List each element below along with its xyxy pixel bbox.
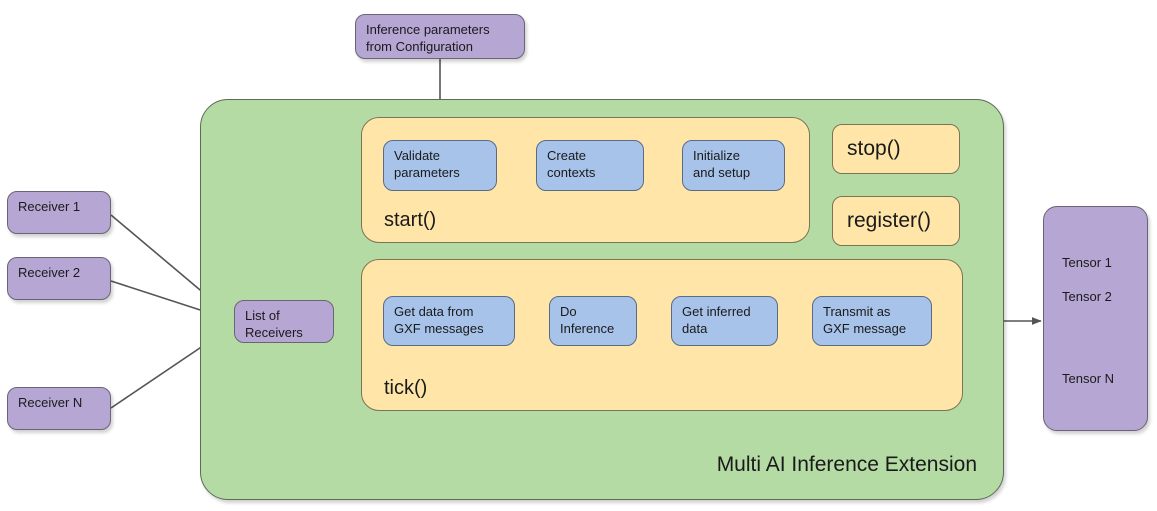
inference-parameters-line2: from Configuration [366,38,473,54]
tick-step-3-text: Get inferred data [682,304,751,337]
start-step-1-text: Validate parameters [394,148,460,181]
tick-step-get-inferred-data[interactable]: Get inferred data [671,296,778,346]
receiver-label-1: Receiver 1 [18,199,81,214]
tensor-label-n: Tensor N [1062,371,1115,386]
tick-step-4-line2: GXF message [823,320,907,336]
tick-step-3-line2: data [682,320,708,336]
start-step-2-line2: contexts [547,164,596,180]
start-step-1-line1: Validate [394,148,441,163]
tick-step-3-line1: Get inferred [682,304,751,319]
tick-step-2-text: Do Inference [560,304,614,337]
start-step-2-text: Create contexts [547,148,595,181]
start-step-3-text: Initialize and setup [693,148,750,181]
receiver-label-2: Receiver 2 [18,265,81,280]
list-of-receivers-line2: Receivers [245,324,303,340]
tensor-output-node[interactable]: Tensor 1 Tensor 2 Tensor N [1043,206,1148,431]
tick-step-2-line2: Inference [560,320,615,336]
start-step-1-line2: parameters [394,164,460,180]
tick-step-4-line1: Transmit as [823,304,891,319]
receiver-node-n[interactable]: Receiver N [7,387,111,430]
register-method-node[interactable]: register() [832,196,960,246]
tick-step-2-line1: Do [560,304,577,319]
receiver-node-2[interactable]: Receiver 2 [7,257,111,300]
tick-step-transmit-as-gxf-message[interactable]: Transmit as GXF message [812,296,932,346]
inference-parameters-text: Inference parameters from Configuration [366,22,490,55]
list-of-receivers-line1: List of [245,308,280,323]
tick-step-get-data-from-gxf-messages[interactable]: Get data from GXF messages [383,296,515,346]
start-group-label: start() [384,209,437,232]
tick-step-do-inference[interactable]: Do Inference [549,296,637,346]
start-step-create-contexts[interactable]: Create contexts [536,140,644,191]
start-step-validate-parameters[interactable]: Validate parameters [383,140,497,191]
tick-step-1-line2: GXF messages [394,320,484,336]
start-step-2-line1: Create [547,148,587,163]
tick-step-1-text: Get data from GXF messages [394,304,484,337]
tick-group-label: tick() [384,377,428,400]
inference-parameters-node[interactable]: Inference parameters from Configuration [355,14,525,59]
start-step-initialize-and-setup[interactable]: Initialize and setup [682,140,785,191]
register-method-label: register() [847,208,932,232]
receiver-label-n: Receiver N [18,395,83,410]
list-of-receivers-text: List of Receivers [245,308,303,341]
list-of-receivers-node[interactable]: List of Receivers [234,300,334,343]
inference-parameters-line1: Inference parameters [366,22,490,37]
stop-method-label: stop() [847,136,901,160]
stop-method-node[interactable]: stop() [832,124,960,174]
tensor-label-1: Tensor 1 [1062,255,1112,270]
tick-step-1-line1: Get data from [394,304,474,319]
tick-step-4-text: Transmit as GXF message [823,304,906,337]
start-step-3-line1: Initialize [693,148,740,163]
start-step-3-line2: and setup [693,164,751,180]
extension-title: Multi AI Inference Extension [716,453,977,477]
tensor-label-2: Tensor 2 [1062,289,1112,304]
receiver-node-1[interactable]: Receiver 1 [7,191,111,234]
